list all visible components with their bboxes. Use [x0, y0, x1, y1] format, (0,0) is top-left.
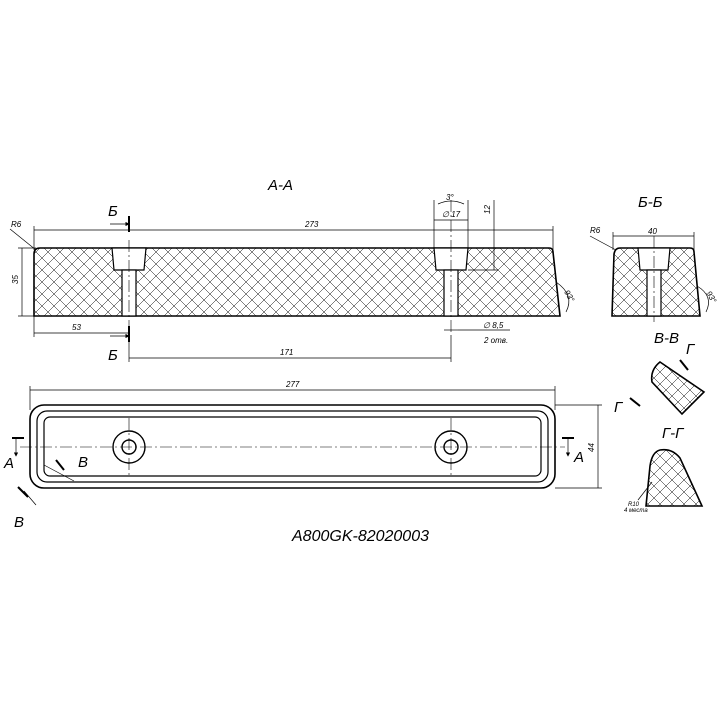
cut-a-left: А	[3, 455, 14, 472]
dim-gg-count: 4 места	[624, 508, 648, 514]
gg-body	[645, 448, 704, 507]
dim-hole-dia: ∅ 8,5	[483, 321, 504, 330]
section-aa-label: А-А	[267, 177, 293, 194]
section-aa-view: А-А 273 R6 35 53 171	[9, 177, 577, 364]
dim-bb-angle: 93°	[704, 290, 718, 306]
part-number: A800GK-82020003	[291, 528, 429, 545]
aa-bore-left	[111, 247, 147, 271]
dim-bore-depth: 12	[483, 205, 492, 214]
plan-bore-right-outer	[434, 430, 468, 464]
cut-b-top: Б	[108, 203, 118, 220]
dim-bb-r6: R6	[590, 226, 601, 235]
dim-53: 53	[72, 323, 81, 332]
cut-v-lower: В	[14, 514, 24, 531]
section-gg-label: Г-Г	[662, 425, 685, 442]
vv-body	[650, 361, 706, 416]
plan-view: 277 44 А А В В	[3, 380, 602, 531]
cut-v-upper: В	[78, 454, 88, 471]
dim-gg-r10: R10	[628, 502, 640, 508]
dim-r6: R6	[11, 220, 22, 229]
section-gg-view: Г-Г R10 4 места	[624, 425, 704, 514]
section-bb-view: Б-Б 40 R6 93°	[589, 194, 719, 322]
cut-g-upper: Г	[686, 341, 696, 358]
dim-35: 35	[11, 275, 20, 284]
aa-bore-right	[433, 247, 469, 271]
dim-angle-3: 3°	[446, 193, 454, 202]
plan-bore-left-outer	[112, 430, 146, 464]
section-vv-view: В-В Г Г	[614, 330, 706, 416]
dim-171: 171	[280, 348, 293, 357]
dim-44: 44	[587, 443, 596, 452]
dim-bb-width: 40	[648, 227, 657, 236]
plan-inner-2	[43, 416, 542, 477]
plan-inner-1	[36, 410, 549, 483]
dim-277: 277	[285, 380, 300, 389]
aa-body	[33, 247, 561, 317]
section-vv-label: В-В	[654, 330, 679, 347]
cut-b-bottom: Б	[108, 347, 118, 364]
dim-bore-dia: ∅ 17	[442, 210, 461, 219]
section-bb-label: Б-Б	[638, 194, 663, 211]
dim-angle-93: 93°	[562, 289, 576, 305]
plan-bore-left-inner	[121, 439, 137, 455]
dim-273: 273	[304, 220, 319, 229]
plan-bore-right-inner	[443, 439, 459, 455]
plan-outer	[29, 404, 556, 489]
cut-a-right: А	[573, 449, 584, 466]
dim-hole-count: 2 отв.	[483, 336, 508, 345]
cut-g-lower: Г	[614, 399, 624, 416]
